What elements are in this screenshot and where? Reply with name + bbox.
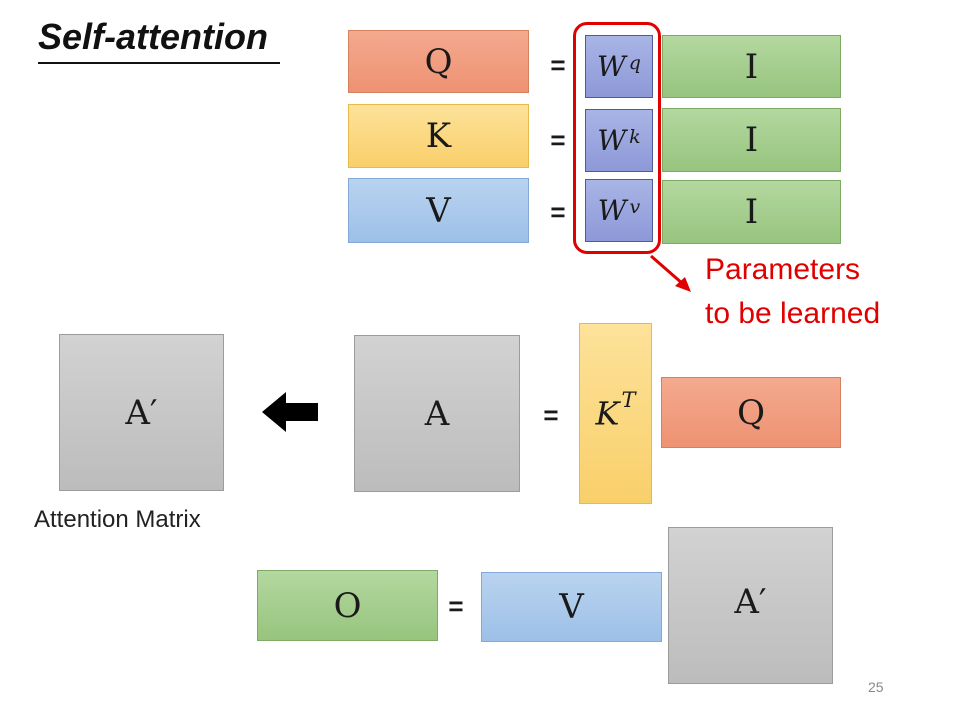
q-label: Q <box>424 41 453 82</box>
kt-base: K <box>595 394 620 433</box>
q-matrix-attention: Q <box>661 377 841 448</box>
wk-base: W <box>597 124 627 157</box>
input-matrix-q: I <box>662 35 841 98</box>
equals-sign-v: = <box>550 196 566 227</box>
q-matrix: Q <box>348 30 529 93</box>
wv-base: W <box>597 194 627 227</box>
left-arrow-icon <box>262 392 318 432</box>
v-label: V <box>426 190 451 231</box>
input-matrix-v: I <box>662 180 841 244</box>
parameters-highlight-frame <box>573 22 661 254</box>
k-transpose-matrix: KT <box>579 323 652 504</box>
k-label: K <box>425 116 452 156</box>
v-matrix: V <box>348 178 529 243</box>
wv-sup: v <box>629 195 641 218</box>
v-output-label: V <box>559 587 584 627</box>
equals-sign-k: = <box>550 124 566 155</box>
output-matrix: O <box>257 570 438 641</box>
slide-title: Self-attention <box>38 16 268 57</box>
wq-sup: q <box>628 51 641 74</box>
kt-sup: T <box>621 388 636 412</box>
o-label: O <box>333 585 362 626</box>
attention-matrix-caption: Attention Matrix <box>34 506 201 533</box>
equals-sign-o: = <box>448 590 464 621</box>
input-label-v: I <box>744 192 759 232</box>
red-pointer-arrow <box>650 254 691 292</box>
a-label: A <box>424 393 450 434</box>
a-prime-output-label: A′ <box>734 582 767 622</box>
wk-sup: k <box>629 125 641 148</box>
v-matrix-output: V <box>481 572 662 642</box>
parameters-note-line2: to be learned <box>705 297 881 330</box>
equals-sign-a: = <box>543 399 559 430</box>
k-matrix: K <box>348 104 529 168</box>
input-matrix-k: I <box>662 108 841 172</box>
q-attention-label: Q <box>737 392 765 433</box>
attention-matrix: A <box>354 335 520 492</box>
a-prime-matrix-output: A′ <box>668 527 833 684</box>
input-label-k: I <box>744 120 759 160</box>
kt-label: KT <box>595 388 636 433</box>
a-prime-label: A′ <box>125 392 158 433</box>
parameters-note-line1: Parameters <box>705 253 861 286</box>
page-number: 25 <box>868 679 884 695</box>
title-underline <box>38 62 280 64</box>
normalized-attention-matrix: A′ <box>59 334 224 491</box>
wq-base: W <box>597 50 626 83</box>
equals-sign-q: = <box>550 49 566 80</box>
input-label-q: I <box>744 46 759 87</box>
parameters-note: Parameters to be learned <box>705 248 880 336</box>
